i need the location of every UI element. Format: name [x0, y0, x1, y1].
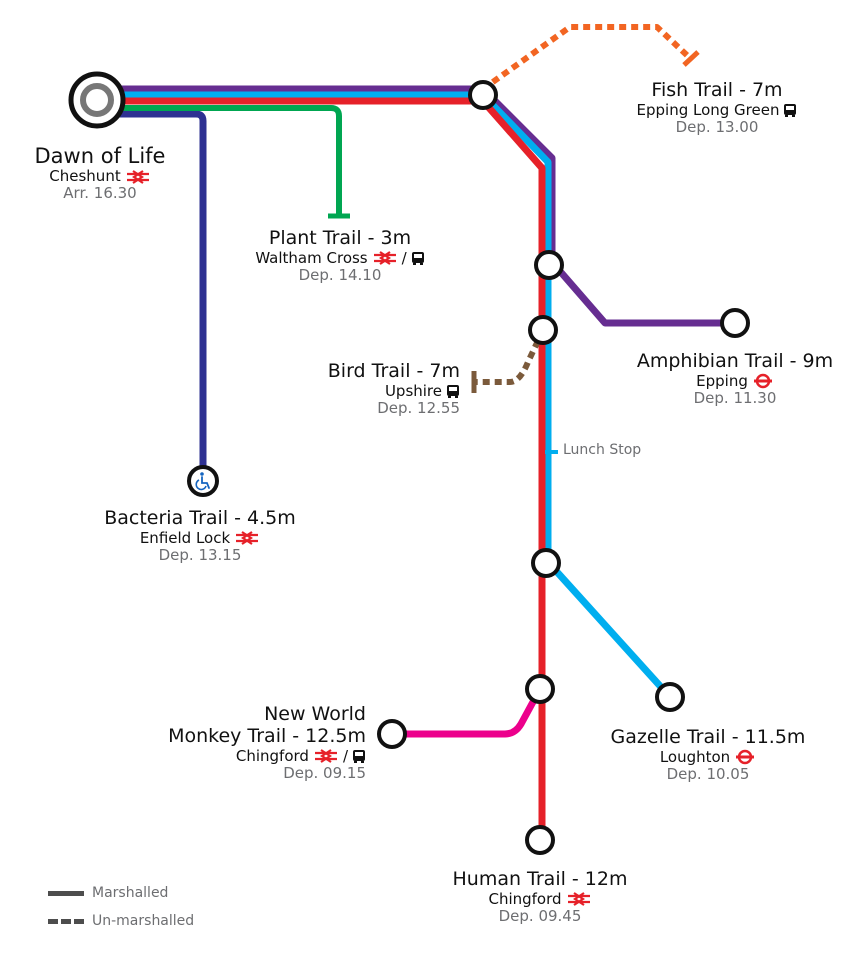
station-monkey[interactable]: [377, 719, 407, 749]
legend-unmarshalled-label: Un-marshalled: [92, 913, 195, 929]
monkey-trail-time: Dep. 09.15: [283, 763, 366, 782]
amphibian-trail-line: [94, 85, 739, 327]
plant-trail-time: Dep. 14.10: [298, 266, 382, 285]
human-trail-station-row: Chingford: [435, 889, 645, 908]
legend-unmarshalled: Un-marshalled: [48, 913, 194, 929]
amphibian-trail-time: Dep. 11.30: [693, 389, 777, 408]
station-gazelle-junction[interactable]: [531, 548, 561, 578]
station-amphibian-junction[interactable]: [534, 250, 564, 280]
station-dawn-of-life-inner: [80, 83, 114, 117]
gazelle-trail-station-row: Loughton: [598, 747, 818, 766]
monkey-trail-station: Chingford: [235, 746, 309, 765]
bacteria-trail-name: Bacteria Trail - 4.5m: [104, 507, 296, 529]
national-rail-icon: [125, 169, 151, 184]
amphibian-trail-name: Amphibian Trail - 9m: [636, 350, 834, 372]
station-human[interactable]: [525, 825, 555, 855]
legend-marshalled: Marshalled: [48, 885, 168, 901]
wheelchair-accessible-icon: [193, 471, 213, 491]
bird-trail-line: [474, 328, 546, 385]
fish-trail-station-row: Epping Long Green: [612, 100, 822, 119]
label-amphibian-trail: Amphibian Trail - 9m Epping Dep. 11.30: [630, 350, 840, 408]
gazelle-trail-time: Dep. 10.05: [666, 765, 750, 784]
station-bird-junction[interactable]: [528, 315, 558, 345]
bacteria-trail-line: [94, 110, 207, 485]
plant-trail-line: [95, 105, 342, 218]
gazelle-trail-line: [94, 91, 674, 701]
start-station: Cheshunt: [49, 167, 121, 186]
human-trail-station: Chingford: [488, 889, 562, 908]
underground-roundel-icon: [734, 749, 756, 765]
gazelle-trail-station: Loughton: [659, 747, 731, 766]
bird-trail-time: Dep. 12.55: [377, 399, 460, 418]
bird-trail-name: Bird Trail - 7m: [327, 360, 460, 382]
fish-trail-terminus: [682, 50, 700, 67]
label-bird-trail: Bird Trail - 7m Upshire Dep. 12.55: [280, 360, 460, 418]
legend-unmarshalled-swatch: [48, 918, 84, 924]
label-monkey-trail: New World Monkey Trail - 12.5m Chingford…: [140, 703, 366, 782]
station-amphibian[interactable]: [720, 308, 750, 338]
bus-icon: [352, 749, 366, 764]
national-rail-icon: [566, 892, 592, 907]
fish-trail-time: Dep. 13.00: [675, 118, 759, 137]
bird-trail-station-row: Upshire: [280, 381, 460, 400]
label-plant-trail: Plant Trail - 3m Waltham Cross / Dep. 14…: [235, 227, 445, 285]
human-trail-line: [94, 97, 546, 844]
bus-icon: [783, 103, 797, 118]
start-station-row: Cheshunt: [20, 167, 180, 186]
plant-trail-station-row: Waltham Cross /: [235, 248, 445, 267]
bird-trail-station: Upshire: [384, 381, 442, 400]
label-bacteria-trail: Bacteria Trail - 4.5m Enfield Lock Dep. …: [85, 507, 315, 565]
label-gazelle-trail: Gazelle Trail - 11.5m Loughton Dep. 10.0…: [598, 726, 818, 784]
legend-marshalled-swatch: [48, 890, 84, 896]
national-rail-icon: [313, 749, 339, 764]
lunch-stop-label: Lunch Stop: [563, 442, 642, 458]
amphibian-trail-station: Epping: [696, 371, 748, 390]
bacteria-trail-station: Enfield Lock: [139, 528, 231, 547]
bus-icon: [411, 251, 425, 266]
monkey-trail-name-line1: New World: [264, 703, 366, 725]
fish-trail-station: Epping Long Green: [636, 100, 780, 119]
label-dawn-of-life: Dawn of Life Cheshunt Arr. 16.30: [20, 144, 180, 203]
gazelle-trail-name: Gazelle Trail - 11.5m: [610, 726, 806, 748]
plant-trail-station: Waltham Cross: [255, 248, 368, 267]
bacteria-trail-time: Dep. 13.15: [158, 546, 242, 565]
monkey-trail-station-row: Chingford /: [140, 746, 366, 765]
amphibian-trail-station-row: Epping: [630, 371, 840, 390]
station-gazelle[interactable]: [655, 682, 685, 712]
separator: /: [401, 248, 407, 267]
fish-trail-line: [481, 24, 695, 92]
human-trail-name: Human Trail - 12m: [452, 868, 628, 890]
bus-icon: [446, 384, 460, 399]
separator: /: [342, 746, 348, 765]
fish-trail-name: Fish Trail - 7m: [651, 79, 783, 101]
national-rail-icon: [234, 531, 260, 546]
legend-marshalled-label: Marshalled: [92, 885, 169, 901]
human-trail-time: Dep. 09.45: [498, 907, 582, 926]
station-monkey-junction[interactable]: [525, 674, 555, 704]
label-fish-trail: Fish Trail - 7m Epping Long Green Dep. 1…: [612, 79, 822, 137]
start-name: Dawn of Life: [34, 144, 166, 168]
station-fish-junction[interactable]: [468, 80, 498, 110]
monkey-trail-name-line2: Monkey Trail - 12.5m: [168, 724, 366, 747]
national-rail-icon: [372, 251, 398, 266]
bacteria-trail-station-row: Enfield Lock: [85, 528, 315, 547]
plant-trail-name: Plant Trail - 3m: [268, 227, 412, 249]
underground-roundel-icon: [752, 373, 774, 389]
label-human-trail: Human Trail - 12m Chingford Dep. 09.45: [435, 868, 645, 926]
start-time: Arr. 16.30: [63, 184, 137, 203]
monkey-trail-line: [388, 685, 544, 738]
